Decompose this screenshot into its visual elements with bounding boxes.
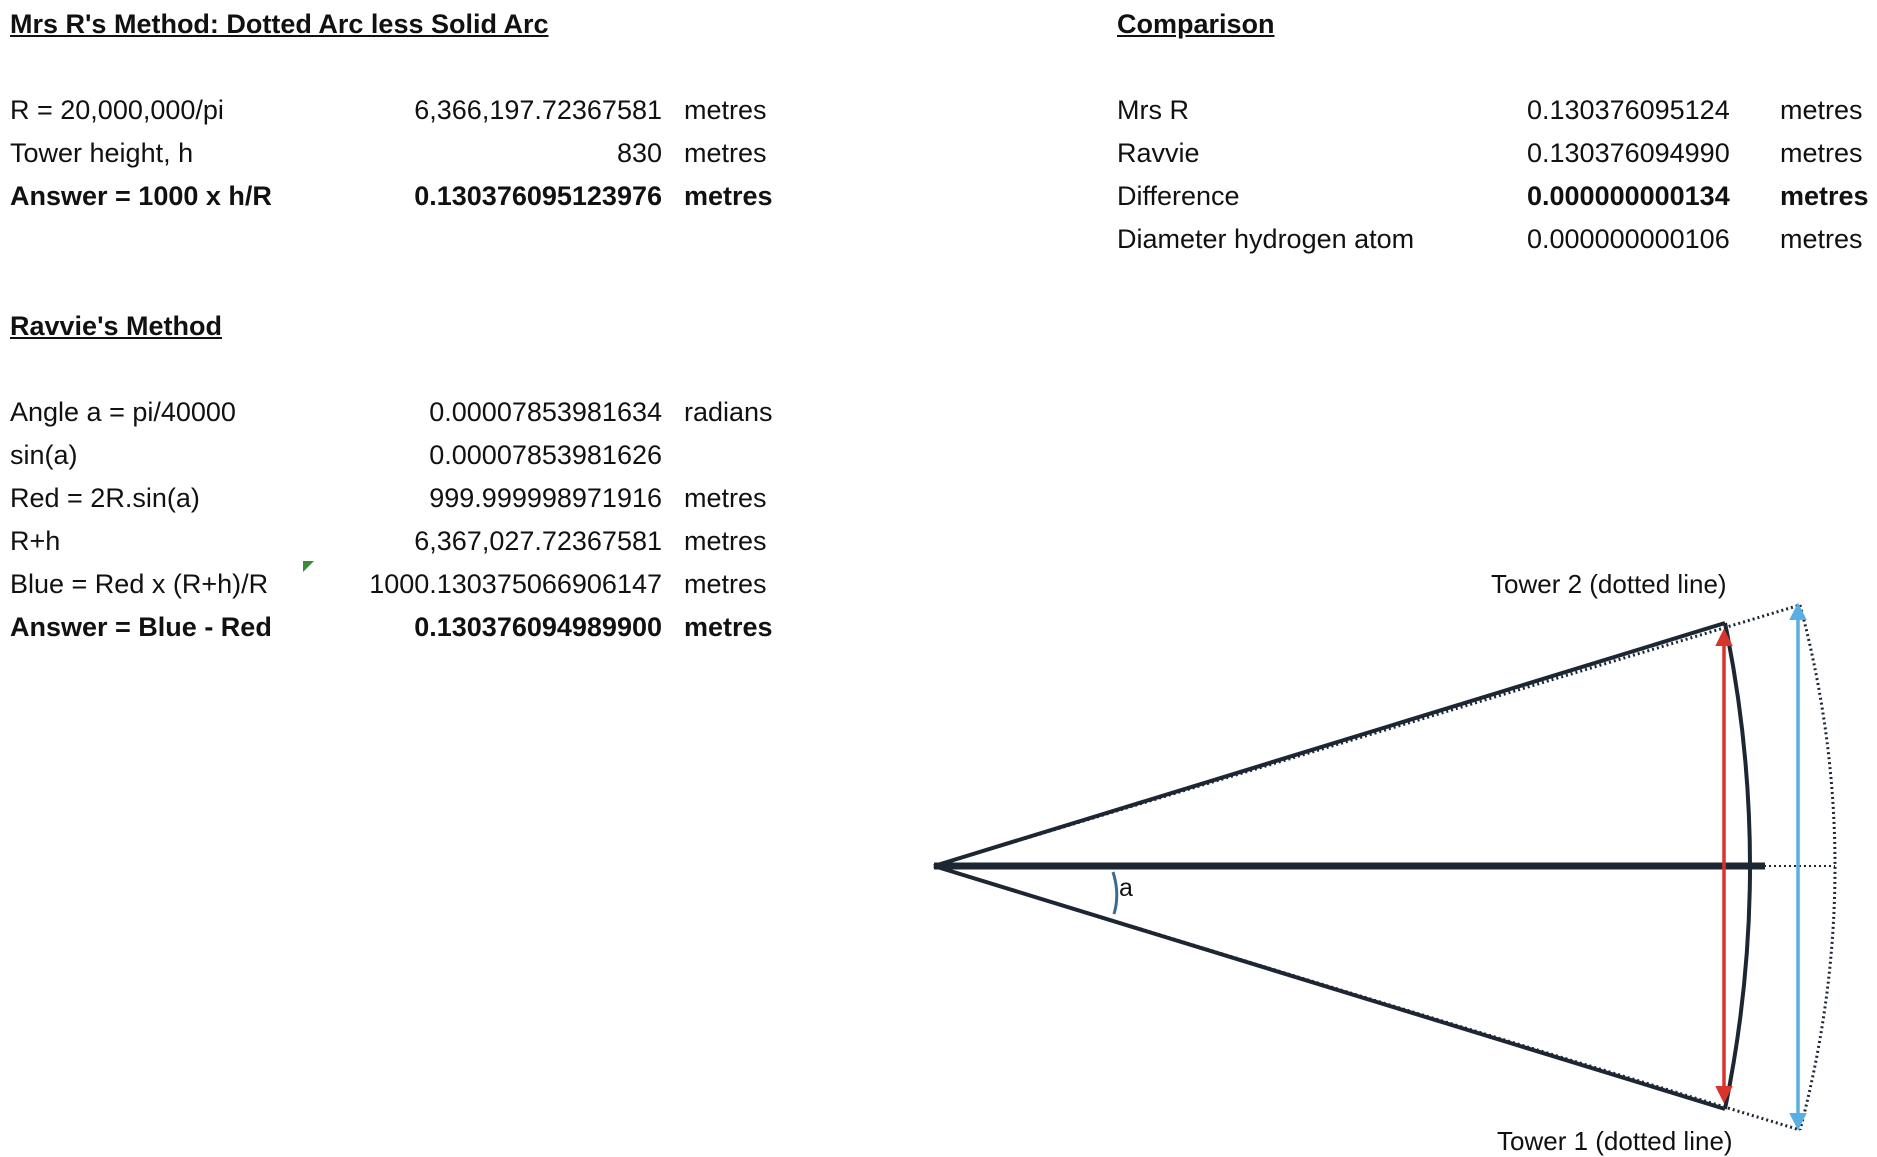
ravvie-value-angle[interactable]: 0.00007853981634 [429, 397, 662, 427]
mrs-r-title[interactable]: Mrs R's Method: Dotted Arc less Solid Ar… [10, 9, 549, 39]
ravvie-value-sin[interactable]: 0.00007853981626 [429, 440, 662, 470]
dotted-arc [1798, 604, 1837, 1131]
ravvie-unit-angle[interactable]: radians [684, 397, 773, 427]
tower-1-label: Tower 1 (dotted line) [1497, 1126, 1733, 1156]
comparison-label-mrs-r[interactable]: Mrs R [1117, 95, 1189, 125]
comparison-unit-difference[interactable]: metres [1780, 181, 1869, 211]
mrs-r-value-answer[interactable]: 0.130376095123976 [414, 181, 662, 211]
tower-2-label: Tower 2 (dotted line) [1491, 569, 1727, 599]
ravvie-label-answer[interactable]: Answer = Blue - Red [10, 612, 272, 642]
mrs-r-value-h[interactable]: 830 [616, 138, 662, 168]
mrs-r-unit-r[interactable]: metres [684, 95, 767, 125]
ravvie-value-blue[interactable]: 1000.130375066906147 [369, 569, 662, 599]
ravvie-unit-rh[interactable]: metres [684, 526, 767, 556]
mrs-r-label-answer[interactable]: Answer = 1000 x h/R [10, 181, 272, 211]
mrs-r-value-r[interactable]: 6,366,197.72367581 [414, 95, 662, 125]
ravvie-unit-red[interactable]: metres [684, 483, 767, 513]
ravvie-unit-answer[interactable]: metres [684, 612, 773, 642]
ravvie-label-sin[interactable]: sin(a) [10, 440, 78, 470]
mrs-r-label-r[interactable]: R = 20,000,000/pi [10, 95, 224, 125]
ravvie-unit-blue[interactable]: metres [684, 569, 767, 599]
radius-line-upper [933, 621, 1726, 868]
comparison-unit-ravvie[interactable]: metres [1780, 138, 1863, 168]
mrs-r-label-h[interactable]: Tower height, h [10, 138, 194, 168]
comparison-value-ravvie[interactable]: 0.130376094990 [1527, 138, 1730, 168]
solid-arc [1723, 622, 1752, 1110]
comparison-value-mrs-r[interactable]: 0.130376095124 [1527, 95, 1730, 125]
ravvie-value-answer[interactable]: 0.130376094989900 [414, 612, 662, 642]
ravvie-label-rh[interactable]: R+h [10, 526, 61, 556]
comparison-value-difference[interactable]: 0.000000000134 [1527, 181, 1730, 211]
comparison-label-ravvie[interactable]: Ravvie [1117, 138, 1200, 168]
comparison-unit-hydrogen[interactable]: metres [1780, 224, 1863, 254]
radius-line-lower [933, 864, 1726, 1111]
tower-1-dotted-line [933, 864, 1801, 1132]
ravvie-label-blue[interactable]: Blue = Red x (R+h)/R [10, 569, 269, 599]
comparison-label-difference[interactable]: Difference [1117, 181, 1240, 211]
comparison-value-hydrogen[interactable]: 0.000000000106 [1527, 224, 1730, 254]
angle-arc [1111, 871, 1119, 915]
angle-label: a [1119, 874, 1133, 902]
ravvie-label-angle[interactable]: Angle a = pi/40000 [10, 397, 236, 427]
ravvie-value-rh[interactable]: 6,367,027.72367581 [414, 526, 662, 556]
tower-2-dotted-line [933, 603, 1801, 868]
cell-comment-indicator[interactable] [303, 561, 314, 572]
ravvie-title[interactable]: Ravvie's Method [10, 311, 222, 341]
ravvie-value-red[interactable]: 999.999998971916 [429, 483, 662, 513]
mrs-r-unit-answer[interactable]: metres [684, 181, 773, 211]
mrs-r-unit-h[interactable]: metres [684, 138, 767, 168]
comparison-title[interactable]: Comparison [1117, 9, 1275, 39]
comparison-label-hydrogen[interactable]: Diameter hydrogen atom [1117, 224, 1415, 254]
comparison-unit-mrs-r[interactable]: metres [1780, 95, 1863, 125]
ravvie-label-red[interactable]: Red = 2R.sin(a) [10, 483, 200, 513]
